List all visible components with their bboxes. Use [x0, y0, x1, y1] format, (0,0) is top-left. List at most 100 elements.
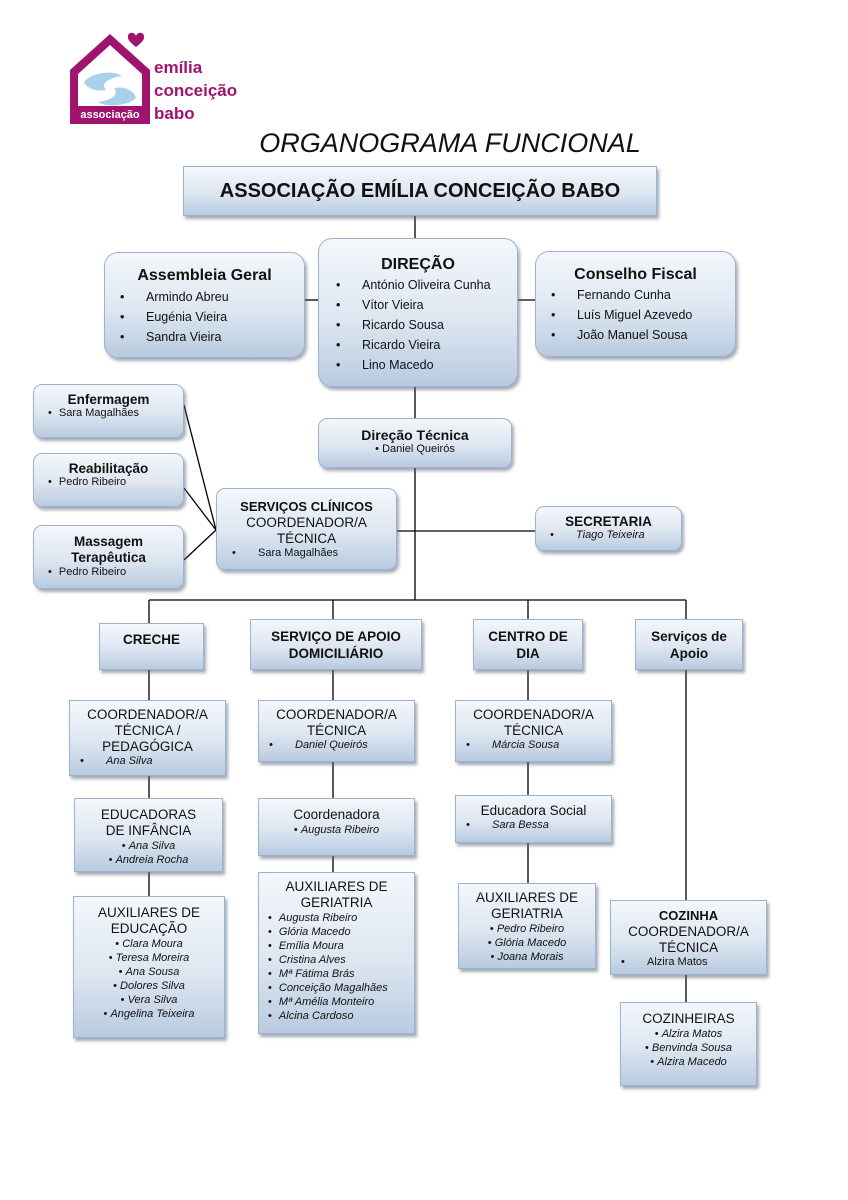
direcao-tecnica-box: Direção Técnica Daniel Queirós — [318, 418, 512, 468]
aux-educacao-line-1: AUXILIARES DE — [97, 905, 201, 920]
member: Luís Miguel Azevedo — [551, 305, 735, 325]
logo-house-icon — [70, 32, 150, 124]
member: Augusta Ribeiro — [259, 823, 414, 837]
member: Alzira Matos — [621, 1027, 756, 1041]
logo-line-3: babo — [154, 104, 195, 123]
sad-coord-line-1: COORDENADOR/A — [276, 707, 397, 722]
member: Daniel Queirós — [319, 443, 511, 455]
cozinha-title: COZINHA — [658, 908, 719, 923]
servicos-clinicos-role-1: COORDENADOR/A — [246, 515, 367, 530]
member: Teresa Moreira — [74, 951, 224, 965]
cd-aux-members: Pedro Ribeiro Glória Macedo Joana Morais — [459, 922, 595, 964]
member: Benvinda Sousa — [621, 1041, 756, 1055]
member: Ricardo Sousa — [336, 315, 517, 335]
educadora-social-box: Educadora Social Sara Bessa — [455, 795, 612, 843]
educadoras-members: Ana Silva Andreia Rocha — [75, 839, 222, 867]
assembleia-members: Armindo Abreu Eugénia Vieira Sandra Viei… — [105, 287, 304, 347]
servicos-clinicos-role-2: TÉCNICA — [276, 531, 337, 546]
member: Sara Magalhães — [48, 407, 183, 419]
cd-coord-line-1: COORDENADOR/A — [473, 707, 594, 722]
educadora-social-members: Sara Bessa — [456, 819, 611, 831]
member: Márcia Sousa — [466, 739, 611, 751]
sad-box: SERVIÇO DE APOIO DOMICILIÁRIO — [250, 619, 422, 670]
centro-dia-box: CENTRO DE DIA — [473, 619, 583, 670]
logo-line-2: conceição — [154, 81, 238, 100]
sad-title-2: DOMICILIÁRIO — [288, 646, 384, 661]
massagem-title-1: Massagem — [73, 534, 144, 549]
reabilitacao-title: Reabilitação — [68, 461, 149, 476]
member: Cristina Alves — [268, 953, 414, 967]
member: Pedro Ribeiro — [459, 922, 595, 936]
cozinheiras-title: COZINHEIRAS — [642, 1011, 735, 1026]
sad-aux-line-1: AUXILIARES DE — [285, 879, 388, 894]
member: Sara Magalhães — [232, 547, 396, 559]
direcao-box: DIREÇÃO António Oliveira Cunha Vítor Vie… — [318, 238, 518, 387]
creche-coord-line-3: PEDAGÓGICA — [102, 739, 193, 754]
member: Mª Fátima Brás — [268, 967, 414, 981]
member: Armindo Abreu — [120, 287, 304, 307]
creche-coord-line-1: COORDENADOR/A — [87, 707, 208, 722]
sad-coord-members: Daniel Queirós — [259, 739, 414, 751]
cozinha-line-2: TÉCNICA — [658, 940, 719, 955]
sad-aux-line-2: GERIATRIA — [300, 895, 373, 910]
member: Ricardo Vieira — [336, 335, 517, 355]
direcao-members: António Oliveira Cunha Vítor Vieira Rica… — [319, 275, 517, 375]
member: Joana Morais — [459, 950, 595, 964]
line-reabilitacao-clinicos — [183, 487, 217, 531]
member: Pedro Ribeiro — [48, 476, 183, 488]
sad-coordenadora-members: Augusta Ribeiro — [259, 823, 414, 837]
educadora-social-title: Educadora Social — [480, 803, 587, 818]
massagem-box: Massagem Terapêutica Pedro Ribeiro — [33, 525, 184, 589]
line-enfermagem-clinicos — [183, 404, 217, 531]
logo: associação emília conceição babo — [66, 26, 238, 126]
sad-coord-line-2: TÉCNICA — [306, 723, 367, 738]
sad-coordenador-box: COORDENADOR/A TÉCNICA Daniel Queirós — [258, 700, 415, 762]
member: Mª Amélia Monteiro — [268, 995, 414, 1009]
member: Glória Macedo — [268, 925, 414, 939]
member: Angelina Teixeira — [74, 1007, 224, 1021]
reabilitacao-members: Pedro Ribeiro — [34, 476, 183, 488]
conselho-title: Conselho Fiscal — [574, 266, 697, 283]
member: Dolores Silva — [74, 979, 224, 993]
servicos-clinicos-members: Sara Magalhães — [217, 547, 396, 559]
cd-coord-line-2: TÉCNICA — [503, 723, 564, 738]
conselho-members: Fernando Cunha Luís Miguel Azevedo João … — [536, 285, 735, 345]
reabilitacao-box: Reabilitação Pedro Ribeiro — [33, 453, 184, 507]
member: Alzira Macedo — [621, 1055, 756, 1069]
member: João Manuel Sousa — [551, 325, 735, 345]
creche-coord-members: Ana Silva — [70, 755, 225, 767]
line-massagem-clinicos — [183, 529, 217, 561]
direcao-tecnica-members: Daniel Queirós — [319, 443, 511, 455]
servicos-clinicos-title: SERVIÇOS CLÍNICOS — [240, 499, 373, 514]
cd-aux-line-1: AUXILIARES DE — [475, 890, 579, 905]
servicos-clinicos-box: SERVIÇOS CLÍNICOS COORDENADOR/A TÉCNICA … — [216, 488, 397, 570]
root-label: ASSOCIAÇÃO EMÍLIA CONCEIÇÃO BABO — [219, 180, 621, 202]
cozinheiras-members: Alzira Matos Benvinda Sousa Alzira Maced… — [621, 1027, 756, 1069]
creche-coordenador-box: COORDENADOR/A TÉCNICA / PEDAGÓGICA Ana S… — [69, 700, 226, 776]
member: Fernando Cunha — [551, 285, 735, 305]
member: Ana Silva — [80, 755, 225, 767]
logo-line-1: emília — [154, 58, 203, 77]
servicos-apoio-title-2: Apoio — [669, 646, 709, 661]
massagem-title-2: Terapêutica — [71, 550, 146, 565]
auxiliares-educacao-box: AUXILIARES DE EDUCAÇÃO Clara Moura Teres… — [73, 896, 225, 1038]
cd-coord-members: Márcia Sousa — [456, 739, 611, 751]
cd-auxiliares-box: AUXILIARES DE GERIATRIA Pedro Ribeiro Gl… — [458, 883, 596, 969]
centro-dia-title-2: DIA — [516, 646, 540, 661]
conselho-fiscal-box: Conselho Fiscal Fernando Cunha Luís Migu… — [535, 251, 736, 357]
massagem-members: Pedro Ribeiro — [34, 566, 183, 578]
educadoras-line-2: DE INFÂNCIA — [105, 823, 192, 838]
member: Augusta Ribeiro — [268, 911, 414, 925]
cozinha-members: Alzira Matos — [611, 956, 766, 968]
servicos-apoio-box: Serviços de Apoio — [635, 619, 743, 670]
sad-aux-members: Augusta Ribeiro Glória Macedo Emília Mou… — [259, 911, 414, 1023]
educadoras-line-1: EDUCADORAS — [100, 807, 197, 822]
assembleia-title: Assembleia Geral — [137, 267, 272, 284]
assembleia-geral-box: Assembleia Geral Armindo Abreu Eugénia V… — [104, 252, 305, 358]
member: Sandra Vieira — [120, 327, 304, 347]
member: Ana Sousa — [74, 965, 224, 979]
sad-coordenadora-box: Coordenadora Augusta Ribeiro — [258, 798, 415, 856]
logo-banner: associação — [80, 109, 140, 121]
cozinha-line-1: COORDENADOR/A — [628, 924, 749, 939]
